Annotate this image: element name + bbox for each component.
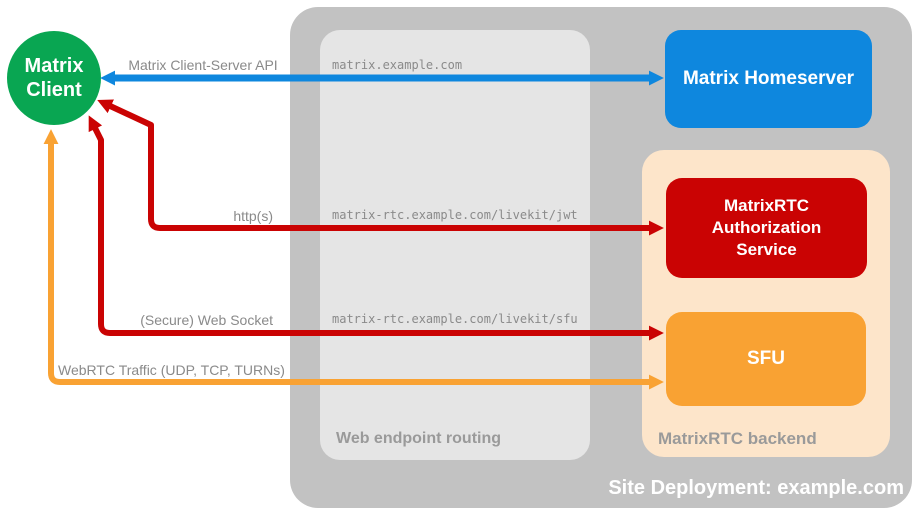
webrtc-traffic-label: WebRTC Traffic (UDP, TCP, TURNs) [58, 362, 285, 378]
site-deployment-title: Site Deployment: example.com [608, 477, 904, 499]
matrixrtc-authorization-service-node: MatrixRTC Authorization Service [666, 178, 867, 278]
matrix-client-node: Matrix Client [7, 31, 101, 125]
https-label: http(s) [233, 208, 273, 224]
matrixrtc-backend-group: MatrixRTC Authorization Service SFU Matr… [642, 150, 890, 457]
endpoint-matrix: matrix.example.com [332, 58, 463, 72]
web-endpoint-routing-label: Web endpoint routing [336, 430, 502, 447]
endpoint-livekit-jwt: matrix-rtc.example.com/livekit/jwt [332, 208, 578, 222]
matrix-homeserver-node: Matrix Homeserver [665, 30, 872, 128]
client-server-api-label: Matrix Client-Server API [128, 57, 278, 73]
web-socket-label: (Secure) Web Socket [140, 312, 273, 328]
matrixrtc-backend-label: MatrixRTC backend [658, 429, 817, 448]
endpoint-livekit-sfu: matrix-rtc.example.com/livekit/sfu [332, 312, 578, 326]
site-deployment-group: matrix.example.com matrix-rtc.example.co… [290, 7, 912, 508]
sfu-node: SFU [666, 312, 866, 406]
web-endpoint-routing-group: matrix.example.com matrix-rtc.example.co… [320, 30, 590, 460]
